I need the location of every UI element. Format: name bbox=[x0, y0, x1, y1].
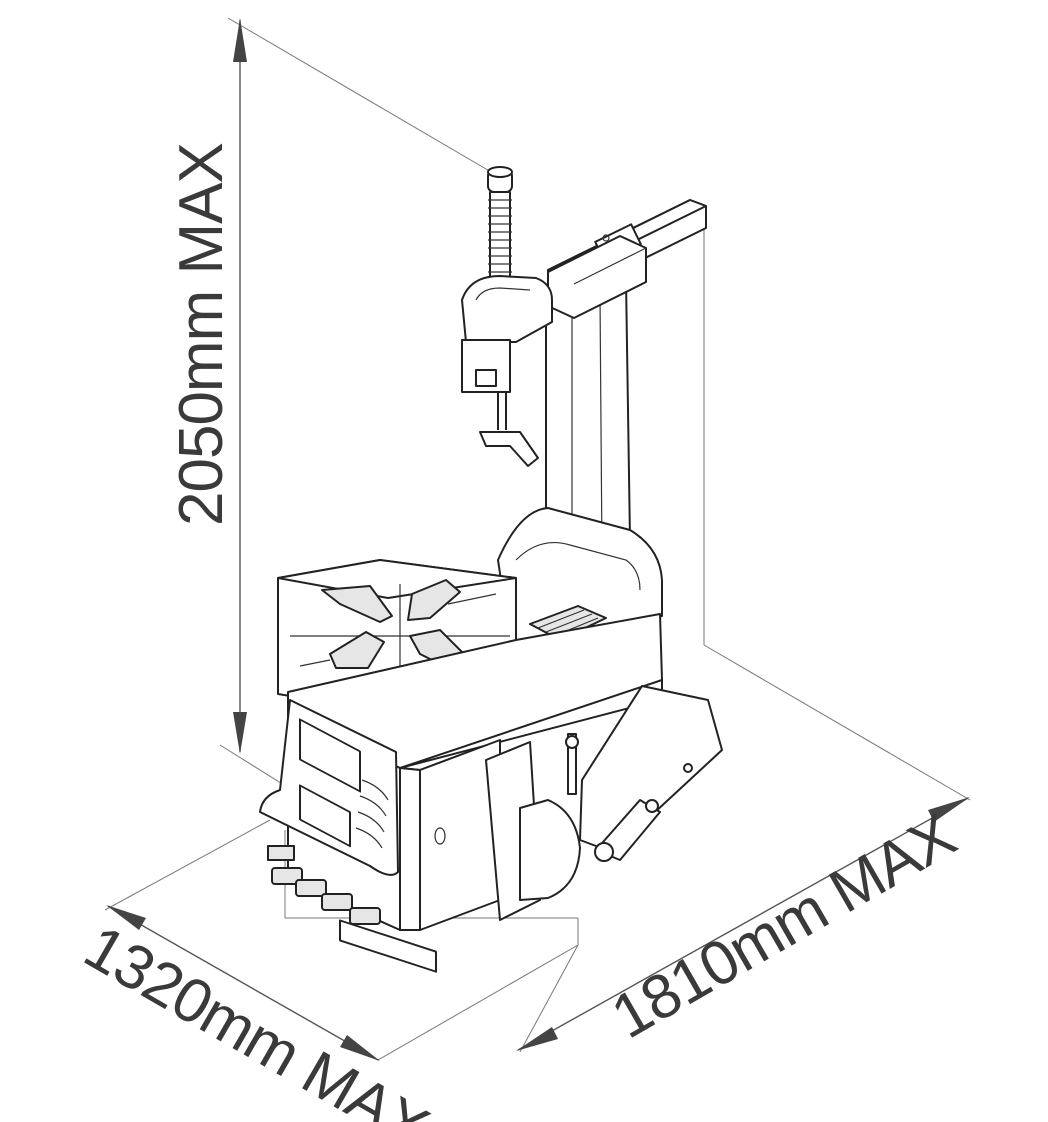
arrow-up-icon bbox=[233, 18, 247, 62]
control-panel bbox=[259, 699, 399, 876]
width-dimension-line bbox=[106, 905, 380, 1061]
arrow-down-icon bbox=[233, 712, 247, 754]
arrow-left-icon bbox=[106, 905, 146, 930]
clamping-jaws bbox=[299, 579, 497, 671]
bead-breaker bbox=[485, 685, 723, 921]
depth-dimension-line bbox=[516, 797, 970, 1051]
height-label: 2050mm MAX bbox=[167, 143, 236, 526]
foot-pedals bbox=[267, 845, 437, 973]
tire-changer-machine bbox=[259, 166, 723, 973]
arrow-right-icon bbox=[928, 797, 970, 822]
mounting-head-assembly bbox=[461, 166, 553, 467]
arrow-right-icon bbox=[340, 1035, 380, 1061]
depth-label: 1810mm MAX bbox=[601, 801, 968, 1052]
arrow-left-icon bbox=[516, 1027, 558, 1051]
height-dimension-line bbox=[233, 18, 247, 754]
